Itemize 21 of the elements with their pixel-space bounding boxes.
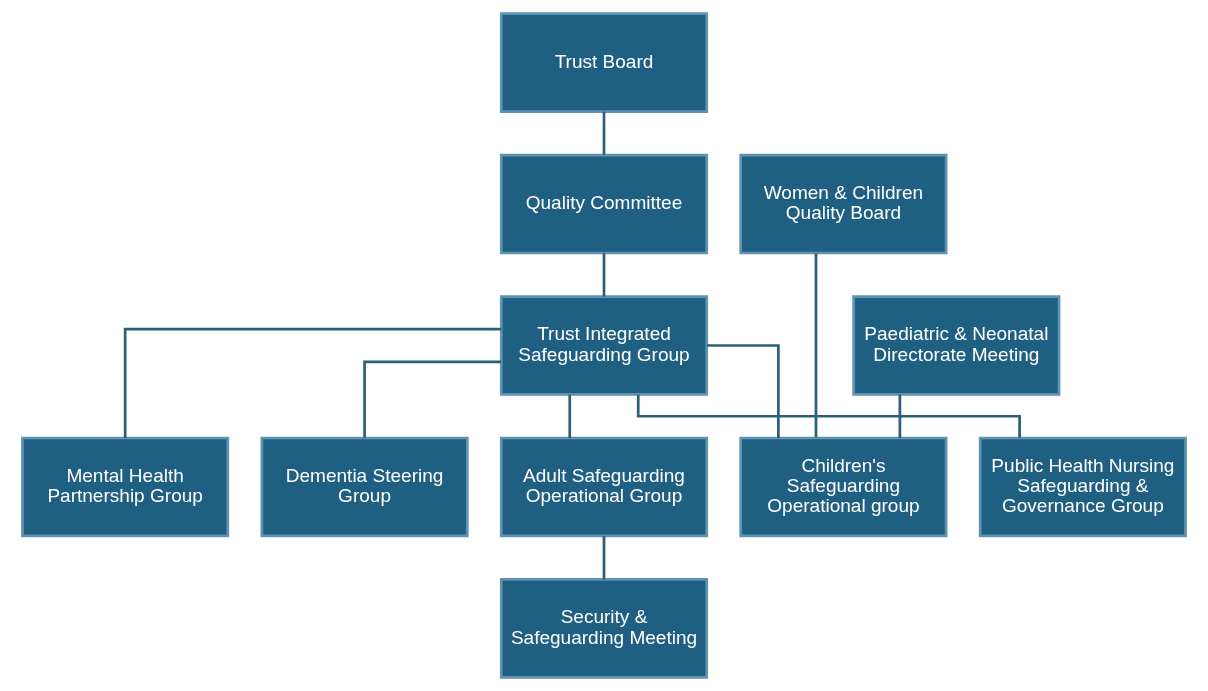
node-box: Paediatric & Neonatal Directorate Meeting bbox=[852, 295, 1061, 396]
node-box: Adult Safeguarding Operational Group bbox=[499, 436, 709, 538]
connector bbox=[706, 344, 780, 438]
node-box: Security & Safeguarding Meeting bbox=[499, 578, 709, 679]
node-box: Trust Board bbox=[499, 12, 709, 113]
node-box: Women & Children Quality Board bbox=[739, 153, 948, 255]
node-box: Dementia Steering Group bbox=[260, 436, 469, 538]
connector bbox=[123, 327, 502, 438]
connector bbox=[636, 394, 1021, 438]
node-box: Children's Safeguarding Operational group bbox=[739, 436, 948, 538]
connector bbox=[814, 253, 818, 438]
connector bbox=[898, 394, 902, 438]
connector bbox=[602, 536, 606, 580]
connector bbox=[568, 394, 572, 438]
connector bbox=[602, 111, 606, 155]
connector bbox=[602, 253, 606, 297]
connector bbox=[363, 360, 502, 438]
node-box: Mental Health Partnership Group bbox=[21, 436, 230, 538]
node-box: Public Health Nursing Safeguarding & Governance Group bbox=[978, 436, 1187, 538]
node-box: Quality Committee bbox=[499, 153, 709, 255]
node-box: Trust Integrated Safeguarding Group bbox=[499, 295, 709, 396]
